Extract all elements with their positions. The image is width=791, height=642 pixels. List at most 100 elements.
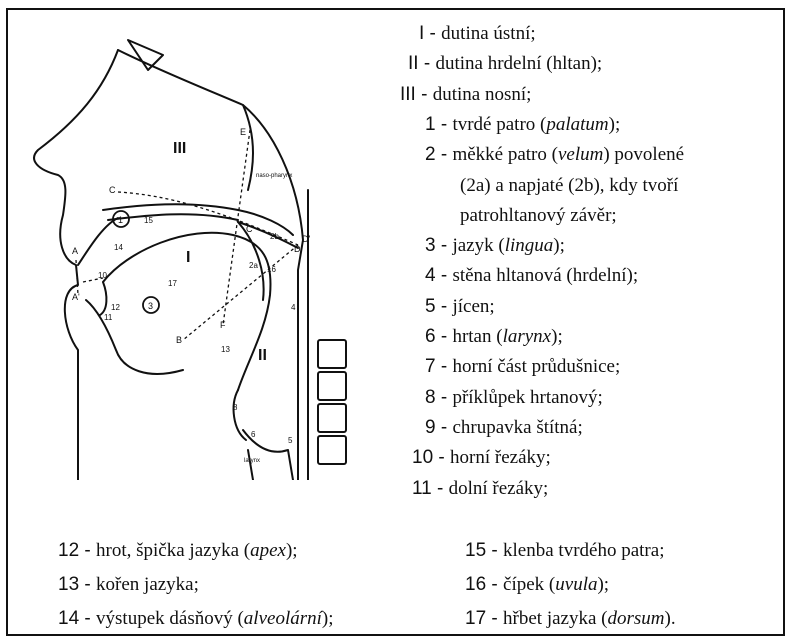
number-label: 4 bbox=[291, 303, 296, 312]
legend-number: 11 - bbox=[412, 478, 449, 499]
legend-term: palatum bbox=[546, 114, 608, 135]
legend-number: 15 - bbox=[465, 540, 503, 561]
legend-number: 16 - bbox=[465, 574, 503, 595]
legend-text: dutina nosní; bbox=[433, 84, 532, 105]
legend-entry: patrohltanový závěr; bbox=[460, 206, 617, 225]
legend-term: larynx bbox=[503, 326, 552, 347]
legend-number: 8 - bbox=[425, 387, 452, 408]
legend-number: 4 - bbox=[425, 265, 452, 286]
region-label: I bbox=[186, 249, 190, 266]
legend-number: I - bbox=[419, 23, 441, 44]
legend-text: hrot, špička jazyka ( bbox=[96, 540, 250, 561]
legend-text: stěna hltanová (hrdelní); bbox=[452, 265, 638, 286]
legend-entry: 9 - chrupavka štítná; bbox=[425, 418, 583, 437]
legend-number: 2 - bbox=[425, 144, 452, 165]
number-label: 15 bbox=[144, 216, 153, 225]
legend-number: 12 - bbox=[58, 540, 96, 561]
vertebra bbox=[318, 372, 346, 400]
trachea-outline bbox=[248, 450, 253, 480]
legend-text-end: ); bbox=[322, 608, 334, 629]
legend-entry: 1 - tvrdé patro (palatum); bbox=[425, 115, 620, 134]
legend-number: 7 - bbox=[425, 356, 452, 377]
legend-text: horní řezáky; bbox=[450, 447, 551, 468]
lower-jaw-outline bbox=[86, 300, 183, 374]
legend-text: dutina ústní; bbox=[441, 23, 535, 44]
legend-number: II - bbox=[408, 53, 435, 74]
vertebra bbox=[318, 404, 346, 432]
number-label: 3 bbox=[148, 301, 153, 311]
legend-text: hrtan ( bbox=[452, 326, 502, 347]
upper-incisor-outline bbox=[78, 218, 118, 265]
vertebra bbox=[318, 436, 346, 464]
vocal-tract-diagram: III I II E C C A A' D D' F B 1 3 2a 2b 4… bbox=[8, 10, 398, 480]
point-label: A' bbox=[72, 292, 80, 302]
tongue-tip-outline bbox=[100, 282, 106, 315]
number-label: 5 bbox=[288, 436, 293, 445]
legend-entry: 15 - klenba tvrdého patra; bbox=[465, 541, 664, 560]
legend-number: 10 - bbox=[412, 447, 450, 468]
region-label: II bbox=[258, 347, 267, 364]
legend-text-end: ); bbox=[597, 574, 609, 595]
point-label: F bbox=[220, 320, 226, 330]
legend-entry: 3 - jazyk (lingua); bbox=[425, 236, 565, 255]
legend-text: měkké patro ( bbox=[452, 144, 558, 165]
legend-text: (2a) a napjaté (2b), kdy tvoří bbox=[460, 175, 678, 196]
legend-entry: 16 - čípek (uvula); bbox=[465, 575, 609, 594]
nasal-cavity-outline bbox=[118, 50, 253, 190]
number-label: 12 bbox=[111, 303, 120, 312]
legend-text-end: ); bbox=[609, 114, 621, 135]
legend-entry: 5 - jícen; bbox=[425, 297, 495, 316]
point-label: B bbox=[176, 335, 182, 345]
legend-text: patrohltanový závěr; bbox=[460, 205, 617, 226]
legend-number: 1 - bbox=[425, 114, 452, 135]
legend-term: alveolární bbox=[244, 608, 322, 629]
legend-text: výstupek dásňový ( bbox=[96, 608, 244, 629]
legend-term: apex bbox=[250, 540, 286, 561]
number-label: 16 bbox=[267, 265, 276, 274]
point-label: D bbox=[294, 244, 301, 254]
legend-entry: 8 - příklůpek hrtanový; bbox=[425, 388, 603, 407]
legend-text: klenba tvrdého patra; bbox=[503, 540, 664, 561]
point-label: D' bbox=[302, 234, 310, 244]
point-label: C bbox=[109, 185, 116, 195]
legend-number: 13 - bbox=[58, 574, 96, 595]
legend-entry: 17 - hřbet jazyka (dorsum). bbox=[465, 609, 676, 628]
legend-text-end: ) povolené bbox=[603, 144, 684, 165]
larynx-label: larynx bbox=[244, 458, 260, 464]
legend-text: jícen; bbox=[452, 296, 494, 317]
legend-text-end: ); bbox=[553, 235, 565, 256]
legend-text: dolní řezáky; bbox=[449, 478, 549, 499]
legend-text: hřbet jazyka ( bbox=[503, 608, 607, 629]
legend-number: 3 - bbox=[425, 235, 452, 256]
legend-entry: 13 - kořen jazyka; bbox=[58, 575, 199, 594]
legend-number: 9 - bbox=[425, 417, 452, 438]
legend-text: čípek ( bbox=[503, 574, 555, 595]
legend-text: chrupavka štítná; bbox=[452, 417, 582, 438]
legend-term: lingua bbox=[505, 235, 554, 256]
legend-text-end: ); bbox=[551, 326, 563, 347]
legend-entry: III - dutina nosní; bbox=[400, 85, 531, 104]
number-label: 10 bbox=[98, 271, 107, 280]
legend-number: III - bbox=[400, 84, 433, 105]
legend-number: 14 - bbox=[58, 608, 96, 629]
number-label: 2b bbox=[270, 232, 279, 241]
legend-text: příklůpek hrtanový; bbox=[452, 387, 602, 408]
legend-text: tvrdé patro ( bbox=[452, 114, 546, 135]
legend-number: 5 - bbox=[425, 296, 452, 317]
legend-entry: 6 - hrtan (larynx); bbox=[425, 327, 563, 346]
legend-entry: II - dutina hrdelní (hltan); bbox=[408, 54, 602, 73]
legend-entry: 10 - horní řezáky; bbox=[412, 448, 551, 467]
legend-entry: 2 - měkké patro (velum) povolené bbox=[425, 145, 684, 164]
nasal-bone-outline bbox=[128, 40, 163, 70]
number-label: 13 bbox=[221, 345, 230, 354]
point-label: E bbox=[240, 127, 246, 137]
legend-number: 17 - bbox=[465, 608, 503, 629]
legend-entry: 14 - výstupek dásňový (alveolární); bbox=[58, 609, 334, 628]
vertebra bbox=[318, 340, 346, 368]
legend-entry: 11 - dolní řezáky; bbox=[412, 479, 548, 498]
nasopharynx-label: naso-pharynx bbox=[256, 173, 292, 179]
number-label: 2a bbox=[249, 261, 258, 270]
region-label: III bbox=[173, 140, 186, 157]
legend-text-end: ). bbox=[665, 608, 676, 629]
number-label: 11 bbox=[104, 313, 113, 322]
